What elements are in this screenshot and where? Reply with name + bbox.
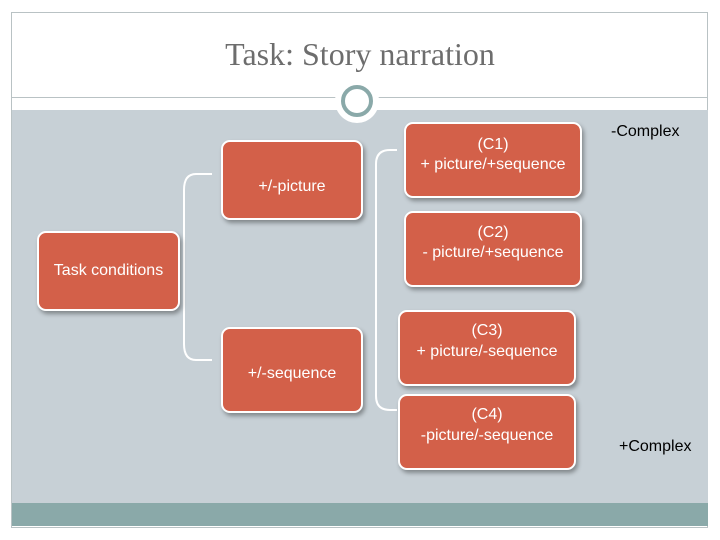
condition-id-c3: (C3) — [471, 322, 503, 339]
condition-id-c1: (C1) — [477, 136, 509, 153]
factor-label-picture: +/-picture — [258, 178, 326, 195]
ring-decoration-icon — [341, 85, 373, 117]
factor-box-picture — [221, 140, 363, 220]
condition-box-c2 — [404, 211, 582, 287]
condition-label-c3: + picture/-sequence — [416, 343, 558, 360]
condition-box-c1 — [404, 122, 582, 198]
condition-id-c4: (C4) — [471, 406, 503, 423]
root-label: Task conditions — [53, 262, 164, 279]
condition-box-c3 — [398, 310, 576, 386]
slide-title: Task: Story narration — [225, 36, 495, 72]
condition-label-c4: -picture/-sequence — [420, 427, 554, 444]
condition-label-c2: - picture/+sequence — [422, 244, 564, 261]
factor-box-sequence — [221, 327, 363, 413]
condition-id-c2: (C2) — [477, 224, 509, 241]
factor-label-sequence: +/-sequence — [247, 365, 337, 382]
complexity-high-label: +Complex — [619, 438, 692, 455]
root-box — [37, 231, 180, 311]
footer-bar — [12, 503, 708, 526]
bracket-conditions — [375, 149, 397, 411]
condition-label-c1: + picture/+sequence — [420, 156, 566, 173]
complexity-low-label: -Complex — [611, 123, 680, 140]
condition-box-c4 — [398, 394, 576, 470]
bracket-factors — [183, 173, 212, 361]
